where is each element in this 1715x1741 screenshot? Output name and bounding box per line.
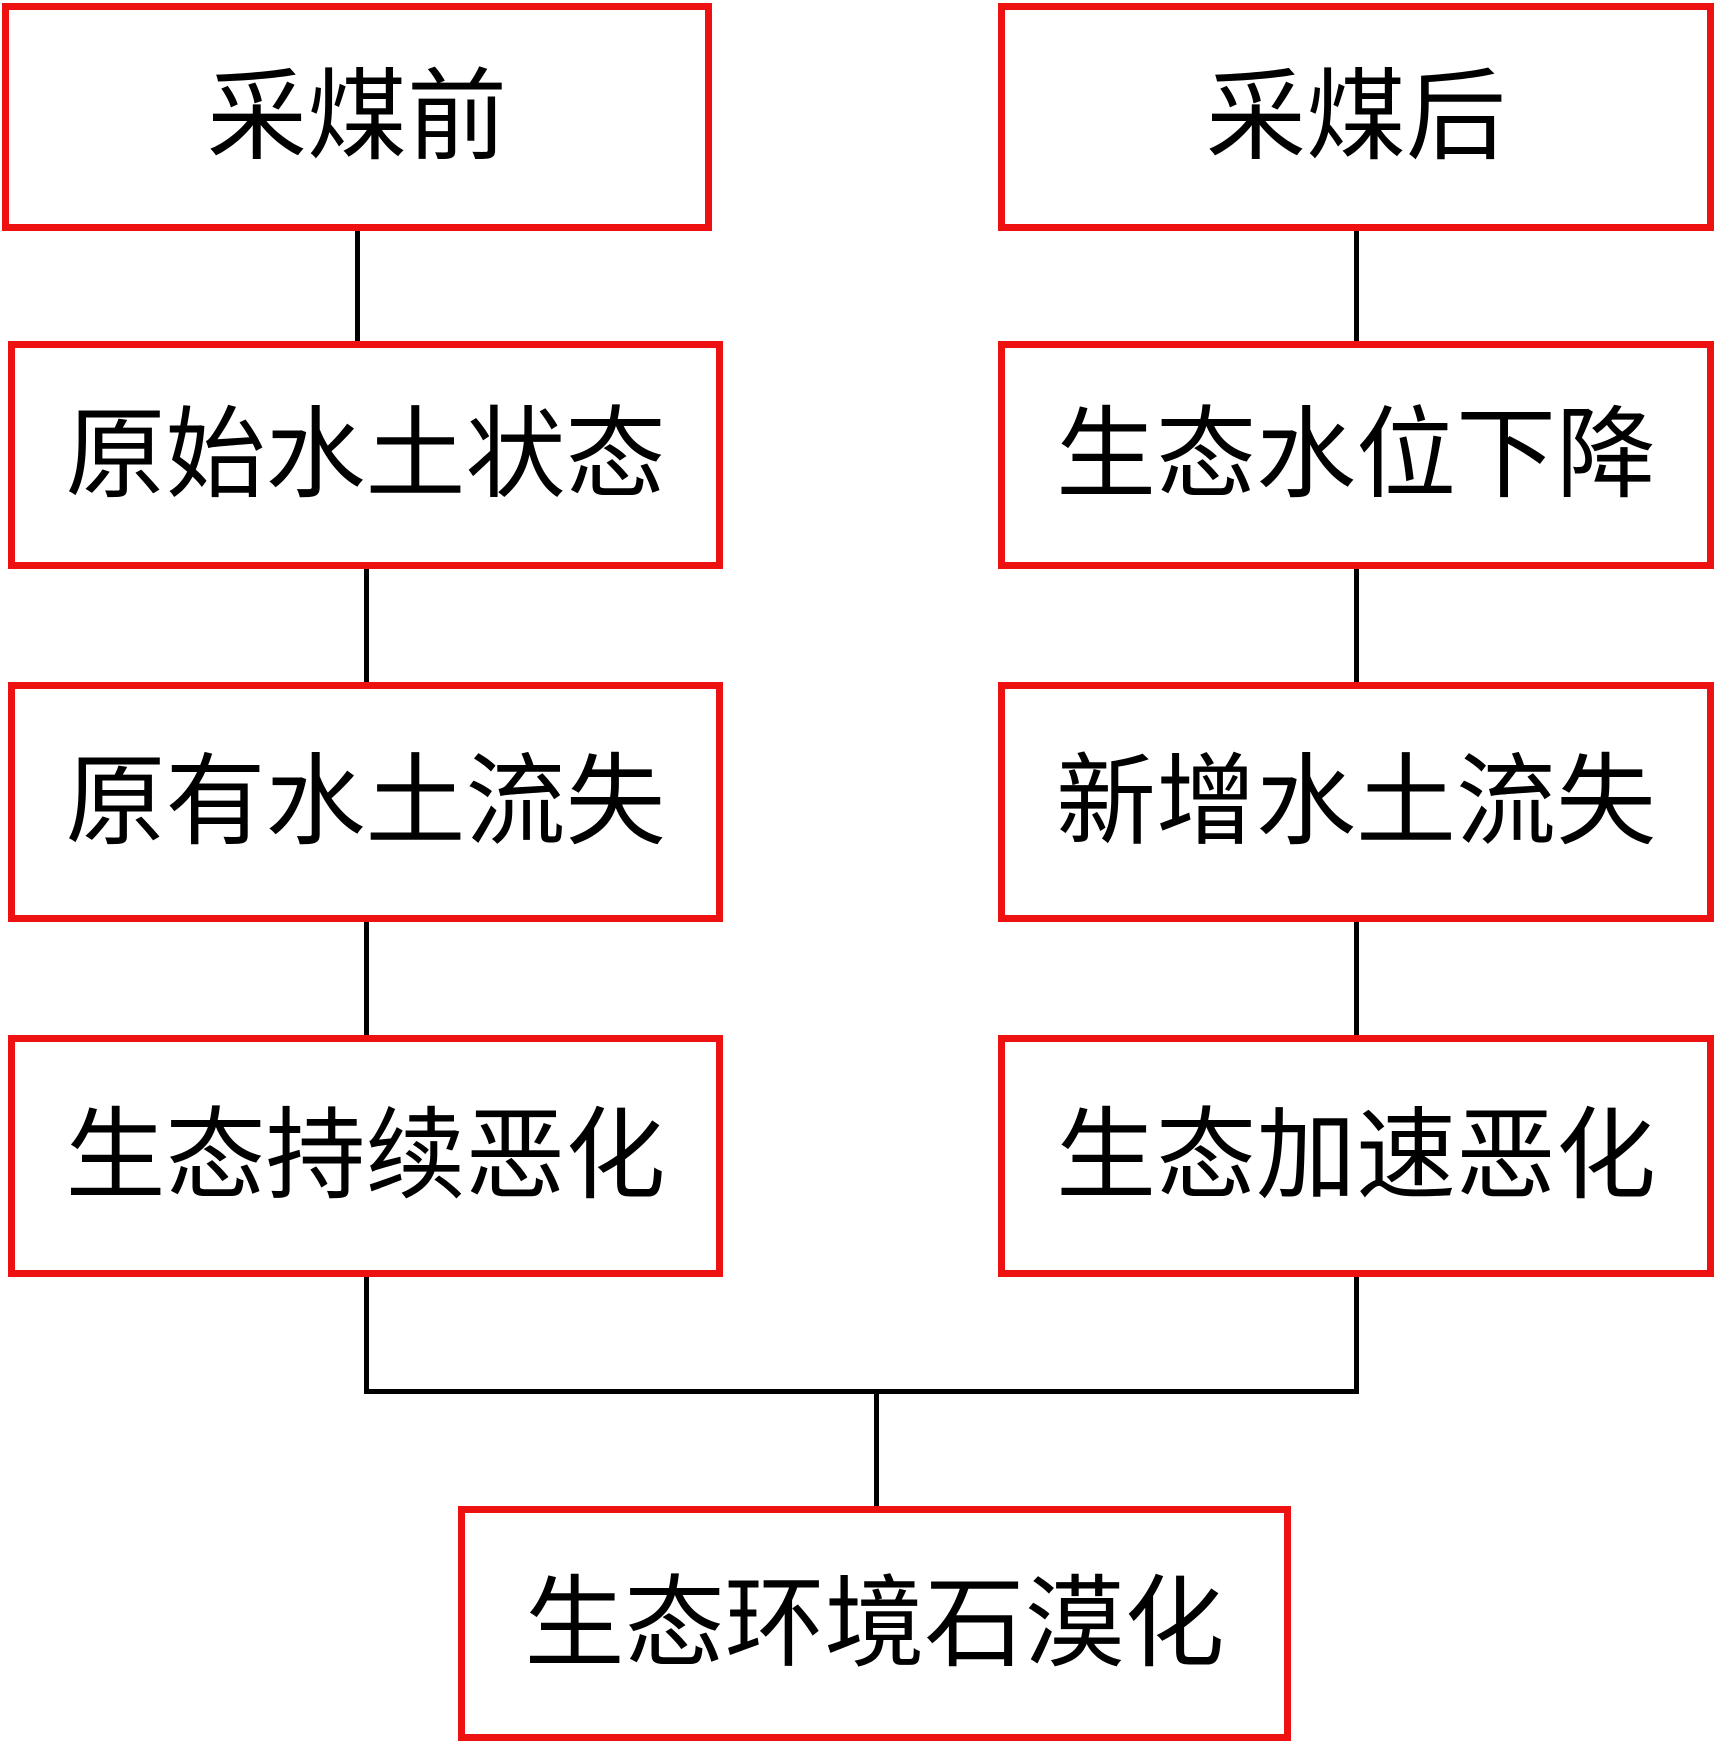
connector-left-1 [355,231,360,341]
node-new-soil-erosion: 新增水土流失 [998,682,1714,922]
connector-right-4 [1354,1277,1359,1394]
node-ecological-water-level-drop: 生态水位下降 [998,341,1714,569]
node-label: 生态加速恶化 [1056,1097,1656,1214]
node-rocky-desertification: 生态环境石漠化 [458,1506,1291,1741]
node-label: 原始水土状态 [65,396,666,513]
connector-left-4 [364,1277,369,1394]
node-label: 采煤后 [1206,58,1506,175]
node-original-soil-erosion: 原有水土流失 [8,682,723,922]
node-after-mining: 采煤后 [998,3,1714,231]
node-label: 生态持续恶化 [65,1097,666,1214]
connector-to-result [874,1389,879,1506]
node-accelerated-deterioration: 生态加速恶化 [998,1035,1714,1277]
connector-right-2 [1354,569,1359,682]
node-before-mining: 采煤前 [2,3,712,231]
node-label: 生态环境石漠化 [524,1564,1225,1682]
connector-left-3 [364,922,369,1035]
node-label: 生态水位下降 [1056,396,1656,513]
node-label: 原有水土流失 [65,743,666,860]
connector-left-2 [364,569,369,682]
node-label: 新增水土流失 [1056,743,1656,860]
node-label: 采煤前 [207,58,507,175]
connector-right-3 [1354,922,1359,1035]
connector-right-1 [1354,231,1359,341]
connector-join [364,1389,1359,1394]
node-original-soil-water-state: 原始水土状态 [8,341,723,569]
node-continued-deterioration: 生态持续恶化 [8,1035,723,1277]
